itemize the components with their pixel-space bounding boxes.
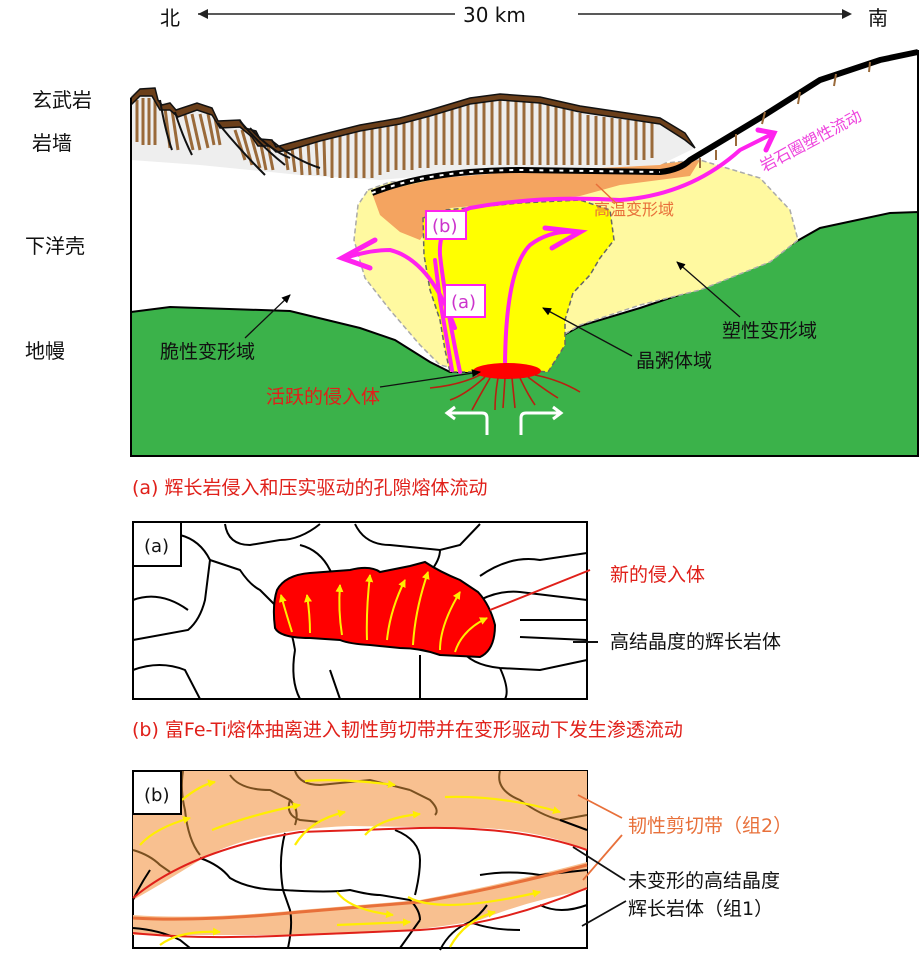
shear-zone-label: 韧性剪切带（组2） <box>628 815 792 837</box>
basalt-label: 玄武岩 <box>32 88 92 112</box>
new-intrusion <box>272 560 497 659</box>
panel-a: (a) <box>132 521 588 700</box>
scale-bar: 北 30 km 南 <box>160 3 888 30</box>
panel-b-tag: (b) <box>144 785 169 806</box>
new-intrusion-label: 新的侵入体 <box>610 564 705 586</box>
basalt-dike-layer <box>130 87 696 180</box>
mush-arrow <box>542 307 633 357</box>
box-a-label: (a) <box>444 284 486 318</box>
box-b-label: (b) <box>425 210 467 240</box>
mantle-label: 地幔 <box>25 339 65 363</box>
layer-labels: 玄武岩 岩墙 下洋壳 地幔 <box>25 88 92 363</box>
high-temp-zone-label: 高温变形域 <box>594 200 674 219</box>
panel-a-caption: (a) 辉长岩侵入和压实驱动的孔隙熔体流动 <box>132 477 488 499</box>
panel-b-caption: (b) 富Fe-Ti熔体抽离进入韧性剪切带并在变形驱动下发生渗透流动 <box>132 719 683 741</box>
arrow-right-icon <box>842 9 852 19</box>
divergence-arrows <box>444 405 564 435</box>
crystal-mush-zone <box>422 199 615 373</box>
panel-a-tag: (a) <box>144 536 169 557</box>
intrusion-arrow <box>379 369 481 388</box>
gabbro-label: 高结晶度的辉长岩体 <box>610 631 781 653</box>
arrow-left-icon <box>198 9 208 19</box>
undeformed-gabbro-label-line1: 未变形的高结晶度 <box>628 870 780 892</box>
cross-section-diagram: (b) (a) 高温变形域 岩石圈塑性流动 <box>130 49 919 457</box>
panel-b-leaders <box>572 794 627 927</box>
brittle-arrow <box>244 294 291 339</box>
melt-flow-arrows <box>335 127 778 374</box>
new-intrusion-leader <box>489 569 591 611</box>
brittle-zone-label: 脆性变形域 <box>160 341 255 363</box>
north-label: 北 <box>160 6 180 30</box>
active-intrusion-label: 活跃的侵入体 <box>266 386 380 408</box>
shear-zone-upper <box>133 771 587 900</box>
svg-text:(a): (a) <box>451 292 476 313</box>
svg-text:(b): (b) <box>432 216 457 237</box>
scale-distance: 30 km <box>463 3 526 27</box>
high-temp-leader <box>595 183 617 204</box>
mush-zone-label: 晶粥体域 <box>636 350 712 372</box>
south-label: 南 <box>868 6 888 30</box>
lower-oceanic-crust-label: 下洋壳 <box>25 234 85 258</box>
dike-label: 岩墙 <box>32 131 72 155</box>
lithosphere-boundary <box>370 49 919 196</box>
panel-b: (b) <box>132 770 588 951</box>
plastic-zone-label: 塑性变形域 <box>722 320 817 342</box>
undeformed-gabbro-label-line2: 辉长岩体（组1） <box>628 898 773 920</box>
plastic-arrow <box>676 261 741 318</box>
